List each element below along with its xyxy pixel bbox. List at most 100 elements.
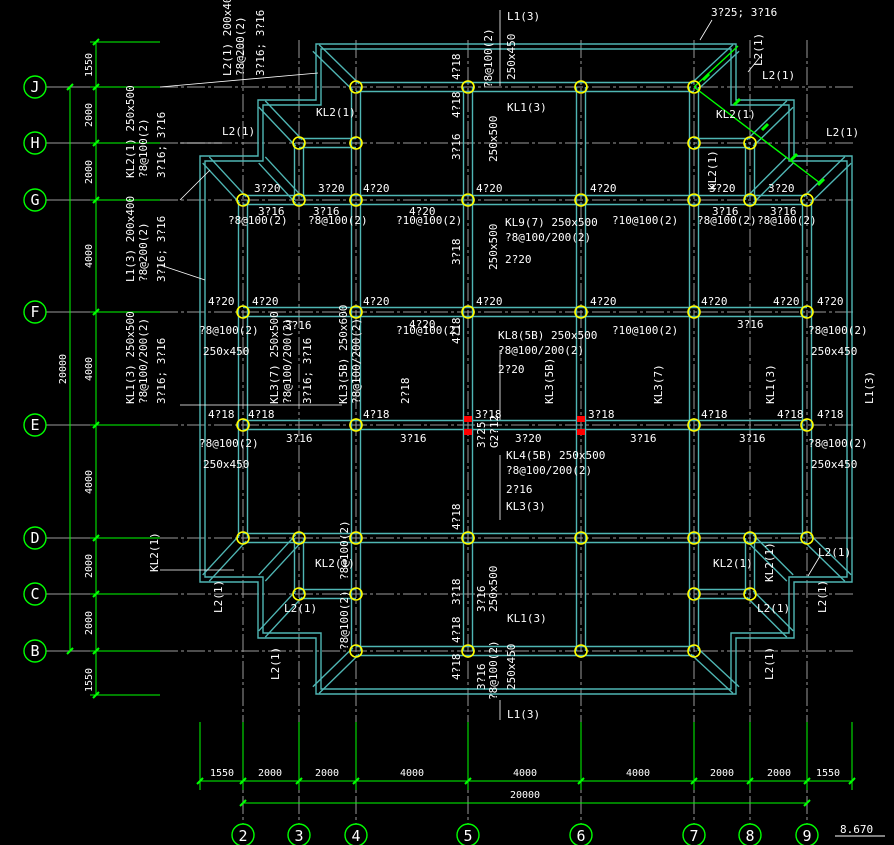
annotation-label: 4?20 bbox=[409, 318, 436, 331]
column-circle bbox=[349, 136, 363, 150]
column-circle bbox=[461, 644, 475, 658]
annotation-label: ?8@100/200(2) bbox=[350, 318, 363, 404]
annotation-label: ?8@100(2) bbox=[697, 214, 757, 227]
annotation-label: 3?18 bbox=[450, 579, 463, 606]
dimension-slash bbox=[92, 534, 100, 542]
beam-corner bbox=[312, 50, 354, 91]
annotation-label: 4?20 bbox=[363, 295, 390, 308]
row-bubble-B: B bbox=[23, 639, 47, 663]
beam-corner bbox=[752, 162, 794, 204]
annotation-label: ?8@100/200(2) bbox=[281, 318, 294, 404]
dimension-slash bbox=[803, 777, 811, 785]
annotation-label: 3?20 bbox=[768, 182, 795, 195]
annotation-label: 3?16 bbox=[285, 319, 312, 332]
annotation-label: 4?18 bbox=[363, 408, 390, 421]
column-circle bbox=[743, 136, 757, 150]
col-bubble-5: 5 bbox=[456, 823, 480, 845]
annotation-label: 250x450 bbox=[811, 458, 857, 471]
column-circle bbox=[461, 193, 475, 207]
row-label-F: F bbox=[30, 303, 39, 321]
dimension-slash bbox=[746, 777, 754, 785]
annotation-label: 3?20 bbox=[515, 432, 542, 445]
column-circle bbox=[349, 305, 363, 319]
annotation-label: 3?16 bbox=[258, 205, 285, 218]
col-label-9: 9 bbox=[802, 827, 811, 845]
dimension-slash bbox=[66, 83, 74, 91]
annotation-label: 3?16; 3?16 bbox=[254, 10, 267, 76]
row-label-J: J bbox=[30, 78, 39, 96]
column-circle bbox=[743, 531, 757, 545]
beam-corner bbox=[312, 647, 354, 688]
beam-corner bbox=[809, 534, 852, 576]
column-circle bbox=[574, 644, 588, 658]
col-label-3: 3 bbox=[294, 827, 303, 845]
column-circle bbox=[687, 136, 701, 150]
elevation-value: 8.670 bbox=[840, 823, 873, 836]
annotation-label: 4?18 bbox=[817, 408, 844, 421]
annotation-label: 3?16 bbox=[737, 318, 764, 331]
annotation-label: ?8@100(2) bbox=[757, 214, 817, 227]
annotation-label: ?8@100/200(2) bbox=[505, 231, 591, 244]
left-dim-5: 4000 bbox=[84, 357, 95, 381]
annotation-label: 3?20 bbox=[318, 182, 345, 195]
column-circle bbox=[292, 587, 306, 601]
beam-corner bbox=[258, 590, 297, 632]
column-circle bbox=[687, 418, 701, 432]
annotation-label: 4?18 bbox=[450, 654, 463, 681]
columns bbox=[236, 80, 814, 658]
annotation-label: L2(1) bbox=[762, 69, 795, 82]
annotation-label: 3?20 bbox=[254, 182, 281, 195]
annotation-label: 250x500 bbox=[487, 116, 500, 162]
row-bubble-D: D bbox=[23, 526, 47, 550]
dimension-slash bbox=[295, 777, 303, 785]
annotation-label: ?8@100(2) bbox=[199, 437, 259, 450]
row-label-H: H bbox=[30, 134, 39, 152]
beam-corner bbox=[690, 44, 734, 85]
red-marker bbox=[464, 429, 472, 435]
annotation-label: 3?16 bbox=[475, 664, 488, 691]
annotation-label: 4?20 bbox=[590, 182, 617, 195]
col-bubble-2: 2 bbox=[231, 823, 255, 845]
beam-corner bbox=[752, 106, 794, 147]
annotation-label: 4?20 bbox=[476, 182, 503, 195]
annotation-label: L1(3) bbox=[507, 10, 540, 23]
col-bubble-8: 8 bbox=[738, 823, 762, 845]
dimension-slash bbox=[803, 799, 811, 807]
annotation-label: KL2(1) bbox=[763, 542, 776, 582]
left-dimension-ticks bbox=[66, 38, 160, 699]
column-circle bbox=[687, 305, 701, 319]
annotation-label: 2?20 bbox=[498, 363, 525, 376]
annotation-label: 3?18 bbox=[475, 408, 502, 421]
beam-corner bbox=[803, 540, 846, 582]
annotation-label: 2?20 bbox=[505, 253, 532, 266]
left-dim-1: 1550 bbox=[84, 53, 95, 77]
column-circle bbox=[574, 80, 588, 94]
col-label-7: 7 bbox=[689, 827, 698, 845]
dimension-slash bbox=[848, 777, 856, 785]
col-bubble-4: 4 bbox=[344, 823, 368, 845]
slab-edge-inner bbox=[204, 48, 848, 690]
beam-corner bbox=[746, 540, 788, 582]
col-bubble-6: 6 bbox=[569, 823, 593, 845]
dimension-slash bbox=[239, 777, 247, 785]
annotation-label: 4?18 bbox=[208, 408, 235, 421]
bottom-dimension-ticks bbox=[196, 722, 856, 807]
annotation-label: 3?18 bbox=[450, 239, 463, 266]
bottom-dim-4: 4000 bbox=[400, 768, 424, 779]
annotation-label: 3?25; 3?16 bbox=[711, 6, 777, 19]
annotation-label: ?8@100(2) bbox=[137, 118, 150, 178]
dimension-slash bbox=[464, 777, 472, 785]
beam-corner bbox=[202, 534, 241, 576]
annotation-label: ?10@100(2) bbox=[612, 214, 678, 227]
annotation-label: L2(1) bbox=[763, 647, 776, 680]
annotation-label: ?8@100(2) bbox=[338, 590, 351, 650]
annotation-label: L2(1) 200x400 bbox=[221, 0, 234, 76]
beam-corner bbox=[746, 100, 788, 141]
column-circle bbox=[461, 531, 475, 545]
dimension-slash bbox=[92, 691, 100, 699]
row-label-B: B bbox=[30, 642, 39, 660]
row-label-E: E bbox=[30, 416, 39, 434]
beam-outlines bbox=[199, 43, 853, 695]
annotation-label: 4?18 bbox=[450, 504, 463, 531]
column-circle bbox=[349, 418, 363, 432]
